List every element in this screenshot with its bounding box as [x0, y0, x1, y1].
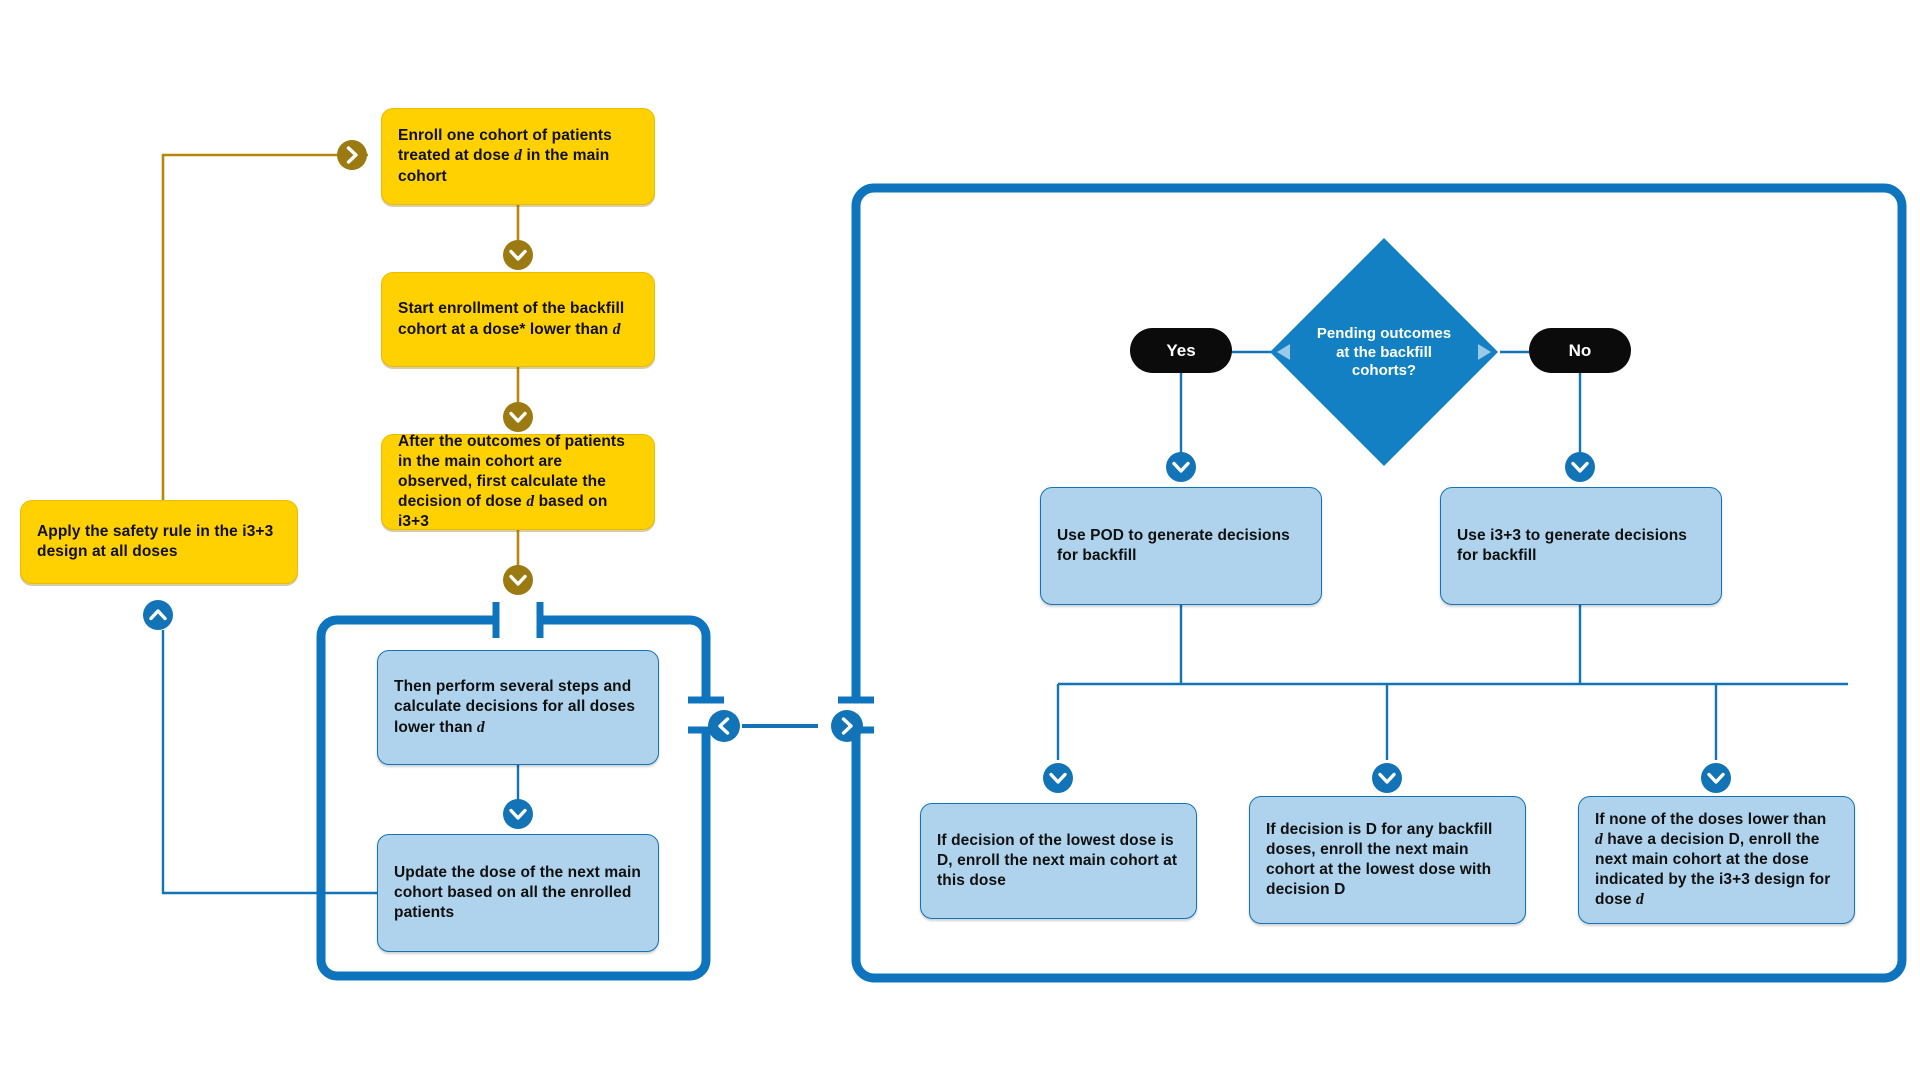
decision-no-label: No — [1568, 340, 1592, 360]
node-use-i33[interactable]: Use i3+3 to generate decisions for backf… — [1440, 487, 1722, 605]
blue-return-path — [161, 630, 377, 895]
chevron-down-icon-outcome-1[interactable] — [1043, 763, 1073, 793]
node-text: After the outcomes of patients in the ma… — [398, 432, 625, 531]
node-text: If decision is D for any backfill doses,… — [1266, 820, 1493, 899]
node-text: Start enrollment of the backfill cohort … — [398, 300, 625, 338]
chevron-right-icon-gold-entry[interactable] — [337, 140, 367, 170]
node-lowest-dose-is-d[interactable]: If decision of the lowest dose is D, enr… — [920, 803, 1197, 919]
chevron-down-icon-no-branch[interactable] — [1565, 452, 1595, 482]
chevron-down-icon-yes-branch[interactable] — [1166, 452, 1196, 482]
node-text: Then perform several steps and calculate… — [394, 678, 636, 736]
node-update-next-dose[interactable]: Update the dose of the next main cohort … — [377, 834, 659, 952]
chevron-up-icon-safety-return[interactable] — [143, 600, 173, 630]
node-text: Apply the safety rule in the i3+3 design… — [37, 522, 274, 560]
right-container-outline — [851, 183, 1907, 983]
left-container-outline-b — [540, 615, 711, 700]
left-container-outline-a — [316, 615, 711, 981]
node-text: Use POD to generate decisions for backfi… — [1057, 526, 1290, 564]
decision-yes-pill[interactable]: Yes — [1130, 328, 1232, 373]
decision-diamond-shape — [1270, 238, 1498, 466]
node-start-backfill-enrollment[interactable]: Start enrollment of the backfill cohort … — [381, 272, 655, 367]
gold-feedback-path — [161, 153, 345, 500]
node-enroll-main-cohort[interactable]: Enroll one cohort of patients treated at… — [381, 108, 655, 205]
node-use-pod[interactable]: Use POD to generate decisions for backfi… — [1040, 487, 1322, 605]
node-any-backfill-dose-d[interactable]: If decision is D for any backfill doses,… — [1249, 796, 1526, 924]
chevron-down-icon-outcome-2[interactable] — [1372, 763, 1402, 793]
node-text: Use i3+3 to generate decisions for backf… — [1457, 526, 1687, 564]
chevron-down-icon-blue-inner[interactable] — [503, 799, 533, 829]
node-text: If decision of the lowest dose is D, enr… — [937, 831, 1178, 890]
node-calculate-decision-i33[interactable]: After the outcomes of patients in the ma… — [381, 432, 655, 531]
node-text: Update the dose of the next main cohort … — [394, 863, 641, 922]
chevron-down-icon-outcome-3[interactable] — [1701, 763, 1731, 793]
node-text: Enroll one cohort of patients treated at… — [398, 127, 612, 185]
node-text: If none of the doses lower than d have a… — [1595, 810, 1831, 909]
chevron-right-icon-container-link[interactable] — [831, 710, 863, 742]
decision-yes-label: Yes — [1166, 340, 1196, 360]
decision-no-pill[interactable]: No — [1529, 328, 1631, 373]
diamond-right-arrow-glyph — [1478, 344, 1491, 360]
chevron-down-icon-gold-3[interactable] — [503, 565, 533, 595]
chevron-left-icon-container-link[interactable] — [708, 710, 740, 742]
chevron-down-icon-gold-1[interactable] — [503, 240, 533, 270]
diamond-left-arrow-glyph — [1277, 344, 1290, 360]
node-perform-steps-lower-doses[interactable]: Then perform several steps and calculate… — [377, 650, 659, 765]
node-apply-safety-rule[interactable]: Apply the safety rule in the i3+3 design… — [20, 500, 298, 584]
chevron-down-icon-gold-2[interactable] — [503, 402, 533, 432]
node-none-have-decision-d[interactable]: If none of the doses lower than d have a… — [1578, 796, 1855, 924]
